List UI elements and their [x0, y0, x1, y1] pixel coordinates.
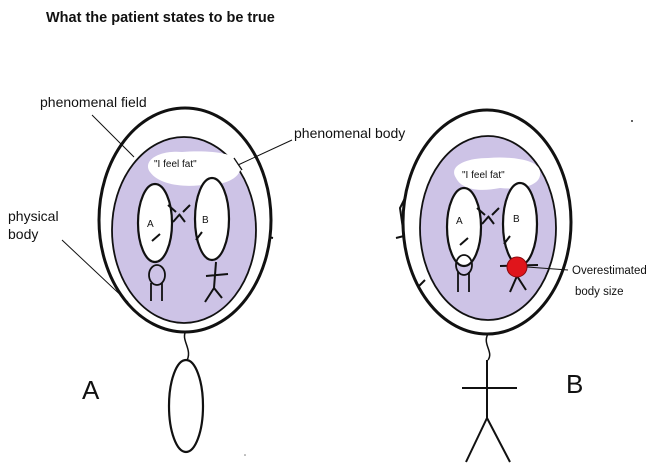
figure-a-eye-a-label: A — [147, 219, 154, 230]
figure-a-torso — [169, 360, 203, 452]
label-overestimated-line2: body size — [575, 286, 624, 298]
figure-a-eye-b-label: B — [202, 215, 209, 226]
figure-b-speech: "I feel fat" — [462, 170, 505, 181]
label-phenomenal-field: phenomenal field — [40, 94, 147, 110]
panel-letter-b: B — [566, 369, 583, 399]
figure-b-neck — [486, 334, 489, 360]
label-physical: physical — [8, 208, 59, 224]
figure-b-stick-body — [462, 360, 517, 462]
panel-letter-a: A — [82, 375, 100, 405]
figure-b-eye-b — [503, 183, 537, 265]
figure-b-eye-a-label: A — [456, 216, 463, 227]
overestimated-body-marker — [507, 257, 527, 277]
figure-a-neck — [184, 331, 188, 362]
label-body: body — [8, 226, 38, 242]
figure-b: "I feel fat" A B — [396, 110, 571, 462]
stray-dot-2 — [244, 454, 246, 456]
label-overestimated-line1: Overestimated — [572, 265, 647, 277]
figure-a-eye-b — [195, 178, 229, 260]
page-title: What the patient states to be true — [46, 10, 275, 26]
figure-b-eye-b-label: B — [513, 214, 520, 225]
figure-a-eye-a — [138, 184, 172, 262]
figure-a-speech: "I feel fat" — [154, 159, 197, 170]
label-phenomenal-body: phenomenal body — [294, 125, 405, 141]
stray-dot-1 — [631, 120, 633, 122]
